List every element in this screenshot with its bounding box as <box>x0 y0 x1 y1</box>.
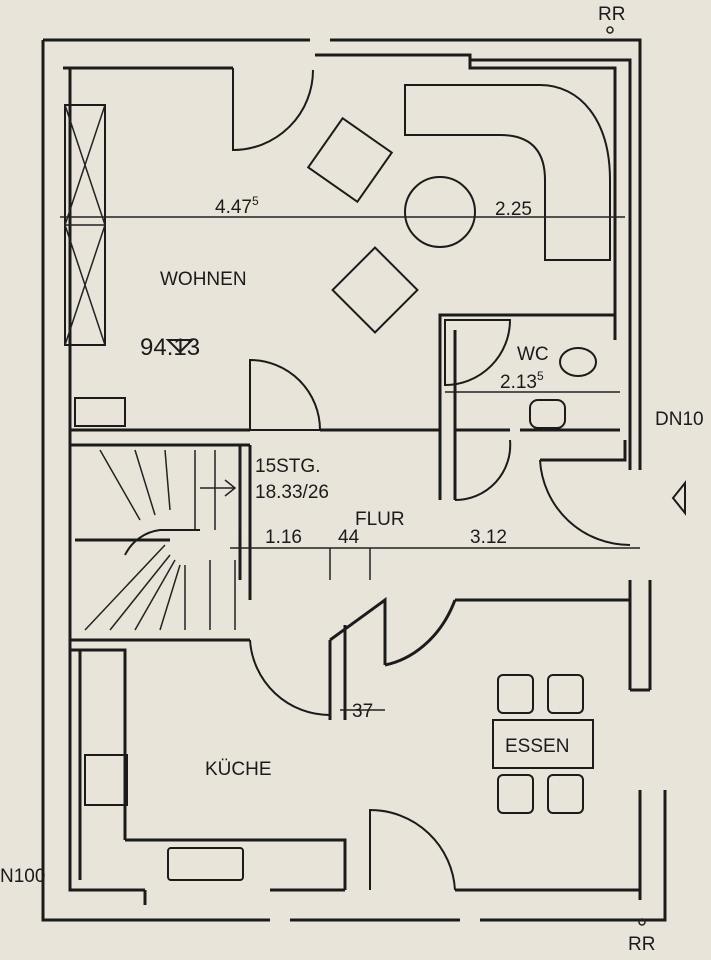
dim-hall-left: 1.16 <box>265 527 302 548</box>
exterior-walls <box>41 38 667 922</box>
drain-label-left: N100 <box>0 866 45 887</box>
toilet-icon <box>559 347 597 377</box>
stairs-ratio: 18.33/26 <box>255 482 329 503</box>
stove-icon <box>74 397 126 427</box>
dim-hall-mid: 44 <box>338 527 360 548</box>
room-label-wc: WC <box>517 344 549 365</box>
dimension-lines <box>60 216 640 711</box>
elevation-value: 94.13 <box>140 334 200 361</box>
sink-icon <box>167 847 244 881</box>
stairs-steps: 15STG. <box>255 456 320 477</box>
windows <box>64 104 106 346</box>
dining-table-icon <box>492 719 594 769</box>
elevation-marker-icon <box>165 339 195 354</box>
rr-marker-bottom: RR <box>628 934 655 955</box>
armchair-icon <box>331 246 419 334</box>
shower-icon <box>444 319 512 387</box>
interior-walls <box>70 313 630 890</box>
washbasin-icon <box>529 399 566 429</box>
doors <box>232 68 631 891</box>
entrance-arrow-icon <box>671 480 686 516</box>
furniture <box>74 84 686 881</box>
dim-living-right: 2.25 <box>495 199 532 220</box>
armchair-icon <box>306 116 394 204</box>
dim-hall-right: 3.12 <box>470 527 507 548</box>
dim-living-width: 4.475 <box>215 194 259 218</box>
room-label-flur: FLUR <box>355 509 405 530</box>
room-label-kueche: KÜCHE <box>205 759 272 780</box>
staircase <box>75 449 241 631</box>
round-table-icon <box>404 176 476 248</box>
dim-wc-width: 2.135 <box>500 369 544 393</box>
cooktop-icon <box>84 754 128 806</box>
rr-marker-top: RR <box>598 4 625 25</box>
dim-wall-thickness: 37 <box>352 701 373 722</box>
room-label-wohnen: WOHNEN <box>160 269 247 290</box>
sofa-icon <box>404 84 611 261</box>
room-label-essen: ESSEN <box>505 736 569 757</box>
drain-label-right: DN10 <box>655 409 704 430</box>
